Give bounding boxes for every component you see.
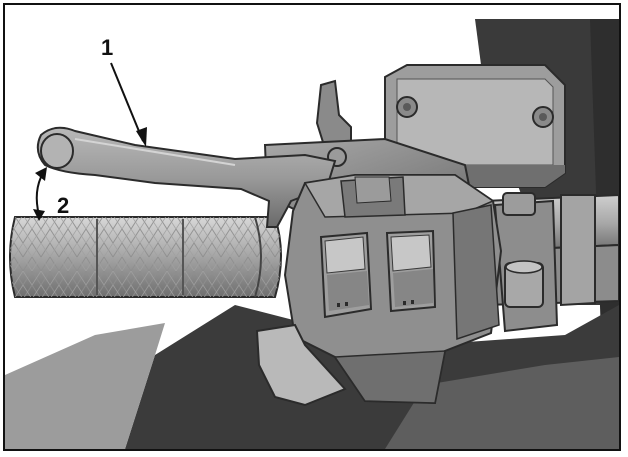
- handlebar-clamp: [493, 192, 559, 333]
- mid-fairing-lower: [385, 357, 619, 449]
- travel-arc: [35, 172, 44, 216]
- lever-tip: [40, 133, 74, 169]
- travel-arrow-bottom: [33, 209, 45, 221]
- callout-lever-travel: 2: [33, 167, 69, 221]
- switch-housing: [255, 174, 503, 407]
- switch-button-right: [385, 229, 437, 313]
- travel-arrow-top: [35, 167, 47, 181]
- clamp-bolt-upper: [502, 192, 536, 216]
- brake-lever: [36, 126, 337, 228]
- callout-label-1: 1: [101, 35, 113, 60]
- housing-lower-tab: [255, 323, 347, 407]
- callout-arrowhead-1: [136, 127, 147, 147]
- callout-label-2: 2: [57, 193, 69, 218]
- switch-button-left: [319, 231, 373, 319]
- figure-frame: 1 2: [3, 3, 621, 451]
- illustration-canvas: 1 2: [5, 19, 619, 449]
- callout-lever: 1: [101, 35, 147, 147]
- light-fairing-lower-left: [5, 323, 165, 449]
- handlebar-grip: [9, 216, 282, 298]
